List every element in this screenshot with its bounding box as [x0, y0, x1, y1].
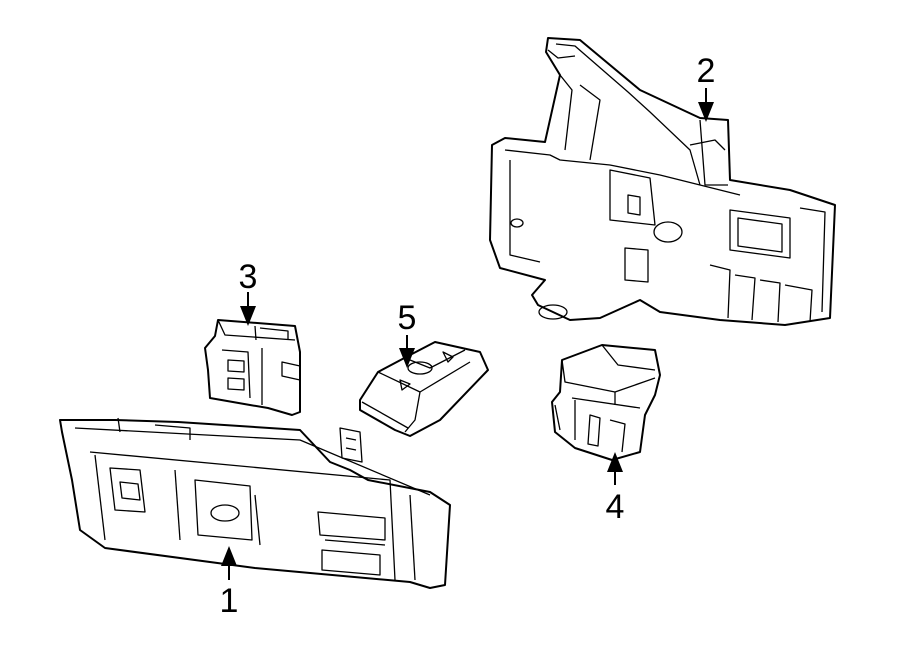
callout-3: 3 [239, 258, 258, 296]
part-5-window-switch [359, 341, 489, 437]
part-4-switch [551, 344, 661, 461]
callout-labels: 1 2 3 4 5 [220, 52, 716, 620]
callout-4: 4 [606, 488, 625, 526]
part-1-switch-bezel [59, 417, 451, 589]
callout-5: 5 [398, 299, 417, 337]
callout-1: 1 [220, 582, 239, 620]
callout-2: 2 [697, 52, 716, 90]
part-3-switch [204, 319, 301, 416]
part-2-switch-bracket [489, 37, 836, 326]
leader-lines [221, 88, 714, 580]
